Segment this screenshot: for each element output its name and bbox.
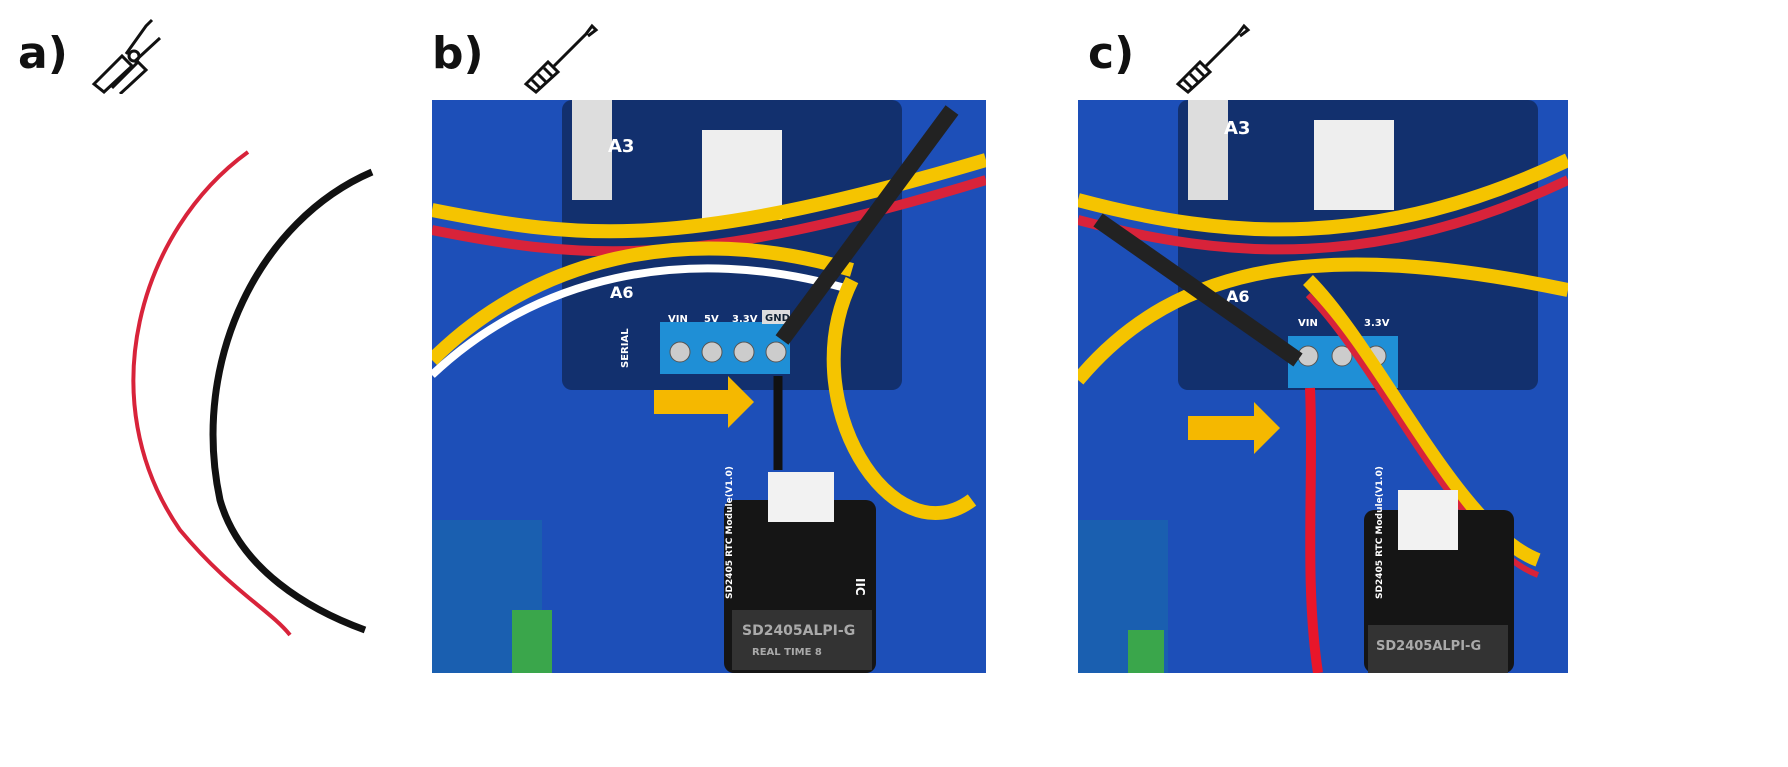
module-label: SD2405 RTC Module(V1.0)	[725, 466, 735, 599]
panel-a-label: a)	[18, 28, 68, 79]
port-serial: SERIAL	[620, 328, 631, 368]
port-a3: A3	[1224, 118, 1250, 139]
terminal-3v3: 3.3V	[732, 314, 758, 325]
wire-stripper-icon	[91, 18, 162, 94]
arrow-indicator	[1188, 402, 1280, 454]
terminal-vin: VIN	[1298, 318, 1318, 329]
screwdriver-icon	[1175, 23, 1251, 94]
chip-sub: REAL TIME 8	[752, 647, 822, 658]
chip-label: SD2405ALPI-G	[1376, 639, 1481, 654]
terminal-vin: VIN	[668, 314, 688, 325]
black-wire	[209, 168, 374, 634]
panel-b-photo: A3 A6 SERIAL VIN 5V 3.3V GND SD2405ALPI-…	[432, 100, 986, 673]
red-wire	[131, 150, 292, 637]
terminal-5v: 5V	[704, 314, 719, 325]
wires-photo	[131, 150, 374, 637]
port-iic: IIC	[853, 578, 867, 596]
port-a6: A6	[1226, 287, 1250, 306]
arrow-indicator	[654, 376, 754, 428]
panel-c-photo: A3 A6 VIN 5V 3.3V SD2405ALPI-G SD2405 RT…	[1078, 100, 1568, 673]
terminal-gnd: GND	[765, 313, 790, 324]
module-label: SD2405 RTC Module(V1.0)	[1375, 466, 1385, 599]
port-a6: A6	[610, 283, 634, 302]
port-a3: A3	[608, 136, 634, 157]
panel-c-label: c)	[1088, 28, 1135, 79]
terminal-3v3: 3.3V	[1364, 318, 1390, 329]
screwdriver-icon	[523, 23, 599, 94]
panel-b-label: b)	[432, 28, 484, 79]
chip-label: SD2405ALPI-G	[742, 623, 855, 639]
